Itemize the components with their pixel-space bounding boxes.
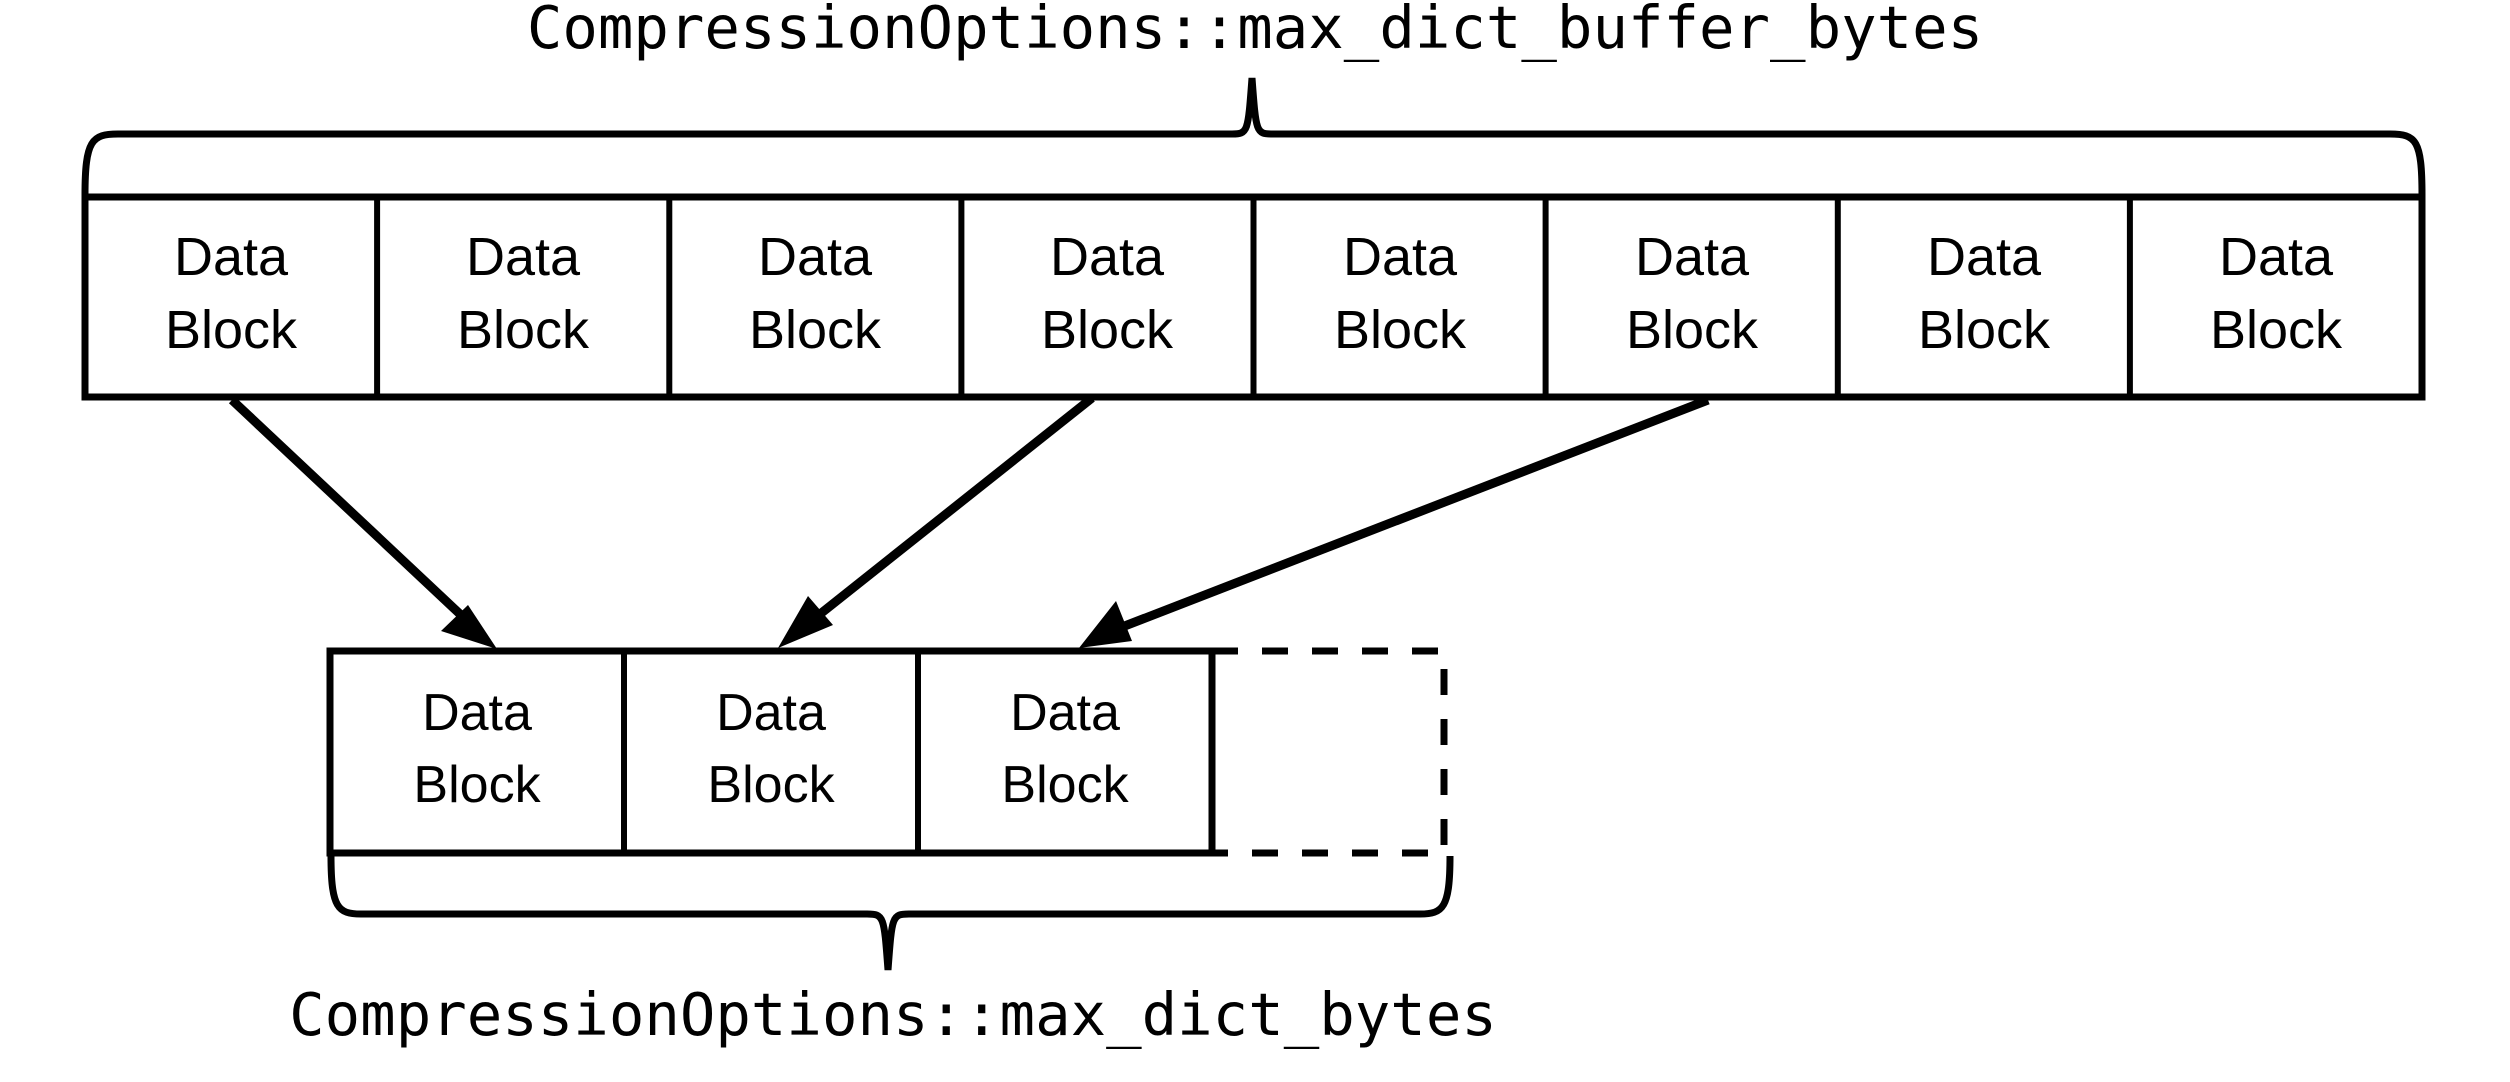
top-block-4-line2: Block [1041, 300, 1174, 360]
bottom-brace [327, 855, 1454, 971]
top-data-block-1: Data Block [165, 227, 298, 360]
arrow-top4-to-bottom2 [778, 394, 1095, 648]
bottom-data-block-1: Data Block [413, 684, 541, 814]
top-block-2-line2: Block [457, 300, 590, 360]
bottom-data-block-2: Data Block [707, 684, 835, 814]
bottom-block-3-line1: Data [1010, 684, 1120, 742]
top-block-5-line2: Block [1334, 300, 1467, 360]
arrow-top6-to-bottom3 [1079, 395, 1710, 648]
top-block-1-line2: Block [165, 300, 298, 360]
top-row-blocks: Data Block Data Block Data Block Data Bl… [81, 193, 2426, 401]
top-block-6-line2: Block [1626, 300, 1759, 360]
top-data-block-2: Data Block [457, 227, 590, 360]
top-block-8-line2: Block [2210, 300, 2343, 360]
bottom-block-3-line2: Block [1001, 756, 1129, 814]
bottom-row-blocks: Data Block Data Block Data Block [326, 647, 1448, 857]
bottom-block-2-line1: Data [716, 684, 826, 742]
top-data-block-3: Data Block [749, 227, 882, 360]
top-data-block-8: Data Block [2210, 227, 2343, 360]
bottom-label-max-dict-bytes: CompressionOptions::max_dict_bytes [289, 980, 1497, 1049]
top-block-3-line1: Data [758, 227, 873, 287]
top-data-block-7: Data Block [1918, 227, 2051, 360]
top-block-1-line1: Data [174, 227, 289, 287]
mapping-arrows [228, 394, 1710, 649]
top-block-7-line2: Block [1918, 300, 2051, 360]
bottom-block-1-line1: Data [422, 684, 532, 742]
top-block-6-line1: Data [1635, 227, 1750, 287]
top-data-block-6: Data Block [1626, 227, 1759, 360]
arrow-top1-to-bottom1 [228, 396, 497, 649]
top-brace [81, 77, 2426, 196]
top-block-2-line1: Data [466, 227, 581, 287]
top-data-block-4: Data Block [1041, 227, 1174, 360]
bottom-row-outline [326, 647, 1216, 857]
top-block-4-line1: Data [1050, 227, 1165, 287]
bottom-block-1-line2: Block [413, 756, 541, 814]
bottom-block-2-line2: Block [707, 756, 835, 814]
top-block-3-line2: Block [749, 300, 882, 360]
top-data-block-5: Data Block [1334, 227, 1467, 360]
top-block-7-line1: Data [1927, 227, 2042, 287]
bottom-data-block-3: Data Block [1001, 684, 1129, 814]
bottom-empty-slot [1208, 647, 1448, 857]
top-label-max-dict-buffer-bytes: CompressionOptions::max_dict_buffer_byte… [527, 0, 1983, 62]
top-block-5-line1: Data [1343, 227, 1458, 287]
top-block-8-line1: Data [2219, 227, 2334, 287]
